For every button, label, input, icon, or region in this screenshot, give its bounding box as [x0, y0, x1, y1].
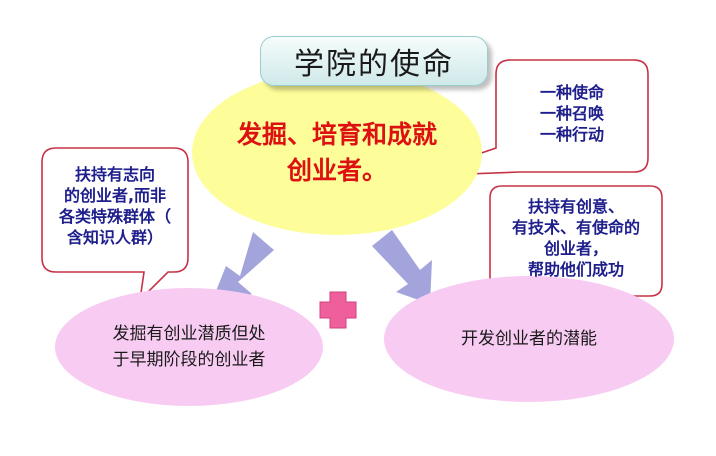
callout-left-line-3: 各类特殊群体（: [58, 207, 171, 226]
center-ellipse: 发掘、培育和成就 创业者。: [192, 70, 482, 235]
callout-top-right-line-1: 一种使命: [539, 83, 604, 102]
center-line-1: 发掘、培育和成就: [236, 119, 437, 149]
arrow-left: [210, 232, 274, 306]
title-box: 学院的使命: [260, 36, 488, 86]
callout-top-right-shape: [413, 59, 649, 177]
bottom-right-line-1: 开发创业者的潜能: [461, 329, 597, 349]
callout-left: 扶持有志向 的创业者,而非 各类特殊群体（ 含知识人群）: [42, 164, 188, 248]
callout-right-line-2: 有技术、有使命的: [511, 218, 640, 237]
plus-icon: [319, 291, 357, 329]
page-title: 学院的使命: [294, 47, 454, 82]
callout-right: 扶持有创意、 有技术、有使命的 创业者， 帮助他们成功: [490, 196, 662, 280]
bottom-right-ellipse: 开发创业者的潜能: [384, 276, 674, 402]
callout-left-line-1: 扶持有志向: [74, 165, 155, 184]
callout-top-right-line-2: 一种召唤: [539, 104, 604, 123]
callout-top-right-line-3: 一种行动: [539, 125, 604, 144]
callout-right-line-3: 创业者，: [543, 239, 608, 258]
callout-left-line-4: 含知识人群）: [66, 228, 163, 247]
callout-left-line-2: 的创业者,而非: [63, 186, 167, 205]
callout-left-shape: [41, 147, 189, 303]
center-line-2: 创业者。: [286, 155, 387, 185]
callout-right-line-1: 扶持有创意、: [527, 197, 624, 216]
arrow-right: [372, 230, 432, 304]
bottom-left-line-2: 于早期阶段的创业者: [112, 350, 266, 370]
callout-right-line-4: 帮助他们成功: [527, 260, 624, 279]
callout-top-right: 一种使命 一种召唤 一种行动: [500, 82, 644, 145]
bottom-left-line-1: 发掘有创业潜质但处: [112, 324, 266, 344]
bottom-left-ellipse: 发掘有创业潜质但处 于早期阶段的创业者: [55, 288, 323, 406]
